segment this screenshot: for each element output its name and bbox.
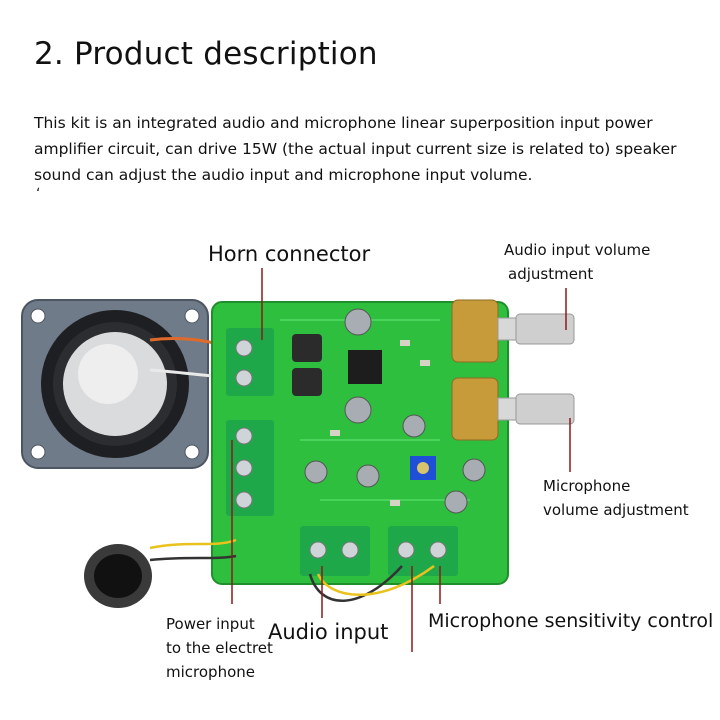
label-audio-volume-line1: Audio input volume [504, 241, 651, 259]
speaker-terminal [226, 328, 274, 396]
mic-input-terminal [388, 526, 458, 576]
label-power-line3: microphone [166, 663, 255, 681]
label-mic-sensitivity: Microphone sensitivity control [428, 610, 714, 632]
label-mic-volume: Microphone volume adjustment [543, 474, 689, 522]
audio-volume-potentiometer [451, 299, 575, 363]
label-power-line1: Power input [166, 615, 255, 633]
product-description: This kit is an integrated audio and micr… [34, 114, 677, 184]
audio-input-terminal [300, 526, 370, 576]
electret-microphone [84, 544, 152, 608]
power-terminal [226, 420, 274, 516]
label-lines [231, 268, 571, 652]
label-power-line2: to the electret [166, 639, 273, 657]
label-audio-volume-line2: adjustment [508, 265, 594, 283]
mic-volume-potentiometer [451, 377, 575, 441]
label-mic-volume-line2: volume adjustment [543, 501, 689, 519]
stray-tick-mark: ʻ [36, 186, 41, 202]
label-horn-connector: Horn connector [208, 242, 371, 266]
amplifier-board [211, 301, 509, 585]
label-audio-input: Audio input [268, 620, 389, 644]
label-mic-volume-line1: Microphone [543, 477, 631, 495]
label-power-input: Power input to the electret microphone [166, 612, 273, 684]
speaker [21, 299, 209, 469]
label-audio-volume: Audio input volume adjustment [504, 238, 650, 286]
page-title: 2. Product description [34, 36, 378, 72]
